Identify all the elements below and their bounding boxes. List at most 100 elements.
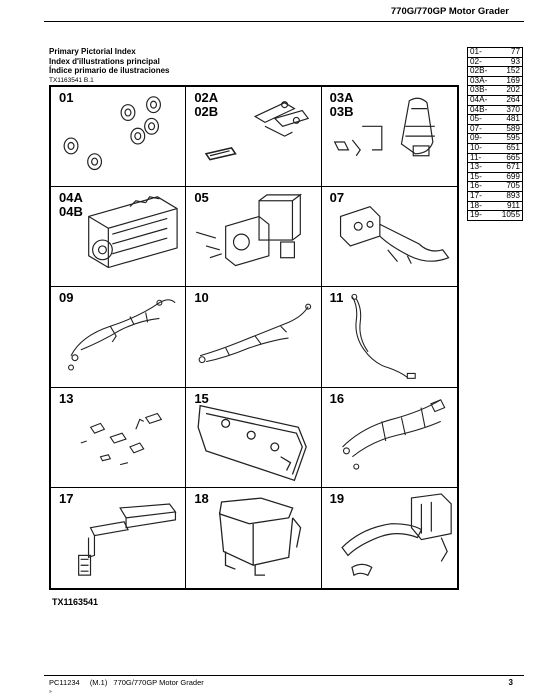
section-number: 03B- [467,86,495,96]
section-number: 17- [467,191,495,202]
page-number-cell[interactable]: 264 [494,95,523,106]
cell-label: 10 [194,290,209,306]
index-cell-02a-02b[interactable]: 02A 02B [186,87,322,188]
index-cell-04a-04b[interactable]: 04A 04B [51,187,187,288]
page-number: 3 [508,678,513,687]
page-table-row: 03B-202 [467,86,523,96]
cell-label: 05 [194,190,209,206]
index-cell-19[interactable]: 19 [322,488,457,588]
section-number: 01- [467,47,495,58]
page-number-cell[interactable]: 671 [494,162,523,173]
cell-label: 19 [329,490,345,506]
page-table-row: 15-699 [467,172,523,183]
section-number: 15- [467,172,495,183]
index-cell-18[interactable]: 18 [186,487,322,588]
index-title-en: Primary Pictorial Index [49,47,136,56]
index-cell-16[interactable]: 16 [321,388,457,488]
index-cell-15[interactable]: 15 [186,387,322,488]
page-table-row: 19-1055 [467,210,523,221]
page-table-row: 11-665 [467,153,523,164]
page-table-row: 05-481 [467,115,523,125]
cell-label: 15 [194,390,209,406]
page-number-cell[interactable]: 152 [494,67,523,77]
platform-illustration [339,206,450,265]
section-number: 04A- [467,95,495,106]
section-number: 02B- [467,67,495,77]
index-cell-07[interactable]: 07 [321,187,457,288]
index-cell-03a-03b[interactable]: 03A 03B [321,87,457,188]
page-table-row: 02-93 [467,57,523,68]
duct-illustration [78,503,177,576]
page-number-cell[interactable]: 595 [494,134,523,144]
pictorial-index-grid: 01 02A 02B 03A 03B 04A 04B [49,85,459,590]
footer-rule [44,675,524,676]
harness-16-illustration [341,398,446,470]
index-cell-01[interactable]: 01 [51,87,187,188]
page-number-cell[interactable]: 202 [494,86,523,96]
index-cell-09[interactable]: 09 [51,287,187,388]
index-reference: TX1163541 B.1 [49,77,94,84]
section-number: 19- [467,210,495,221]
page-number-cell[interactable]: 169 [494,76,523,87]
page-number-cell[interactable]: 1055 [494,210,523,221]
page-number-cell[interactable]: 93 [494,57,523,68]
page-table-row: 02B-152 [467,67,523,77]
page-table-row: 18-911 [467,201,523,212]
page-number-cell[interactable]: 705 [494,182,523,192]
index-title-fr: Index d'illustrations principal [49,56,160,66]
frame-illustration [197,404,308,481]
cell-label: 09 [59,290,74,306]
section-number: 11- [467,153,495,164]
engine-illustration [88,196,178,269]
cell-label: 18 [194,490,209,506]
page-table-row: 17-893 [467,191,523,202]
page-table-row: 10-651 [467,143,523,154]
cell-label: 16 [329,390,345,406]
section-number: 03A- [467,76,495,87]
page-number-cell[interactable]: 665 [494,153,523,164]
section-number: 05- [467,115,495,125]
page-table-row: 03A-169 [467,76,523,87]
section-number: 04B- [467,105,495,116]
covers-illustration [340,493,452,577]
tandem-illustration [205,101,310,161]
page-number-cell[interactable]: 370 [494,105,523,116]
page-table-row: 16-705 [467,182,523,192]
page-number-cell[interactable]: 911 [494,201,523,212]
parts-13-illustration [80,412,163,465]
index-title-block: Primary Pictorial Index Index d'illustra… [49,47,169,76]
page-table-row: 07-589 [467,124,523,135]
page-number-cell[interactable]: 77 [494,47,523,58]
header-title: 770G/770GP Motor Grader [390,6,509,17]
page-number-cell[interactable]: 699 [494,172,523,183]
cell-label: 02A 02B [194,90,219,119]
index-cell-13[interactable]: 13 [51,387,187,488]
harness-10-illustration [198,304,312,364]
engine-cooling-illustration [196,193,303,267]
cell-label: 11 [329,290,344,306]
index-cell-17[interactable]: 17 [51,487,187,588]
page-table-row: 09-595 [467,134,523,144]
index-cell-05[interactable]: 05 [186,187,322,288]
page-number-cell[interactable]: 481 [494,115,523,125]
page-number-cell[interactable]: 893 [494,191,523,202]
cell-label: 13 [59,390,74,406]
header-rule [44,21,524,22]
page-table-row: 01-77 [467,47,523,58]
cell-label: 03A 03B [329,90,354,119]
cell-label: 01 [59,90,74,105]
figure-reference: TX1163541 [52,597,99,607]
index-cell-10[interactable]: 10 [186,287,322,388]
page-table-row: 13-671 [467,162,523,173]
page-number-cell[interactable]: 589 [494,124,523,135]
transmission-illustration [333,97,435,157]
index-cell-11[interactable]: 11 [321,287,457,388]
harness-09-illustration [68,299,176,371]
section-number: 18- [467,201,495,212]
wheels-illustration [63,96,161,171]
page-number-cell[interactable]: 651 [494,143,523,154]
cell-label: 04A 04B [59,190,83,220]
cable-11-illustration [350,294,416,380]
footer-revision: (M.1) [89,678,108,687]
